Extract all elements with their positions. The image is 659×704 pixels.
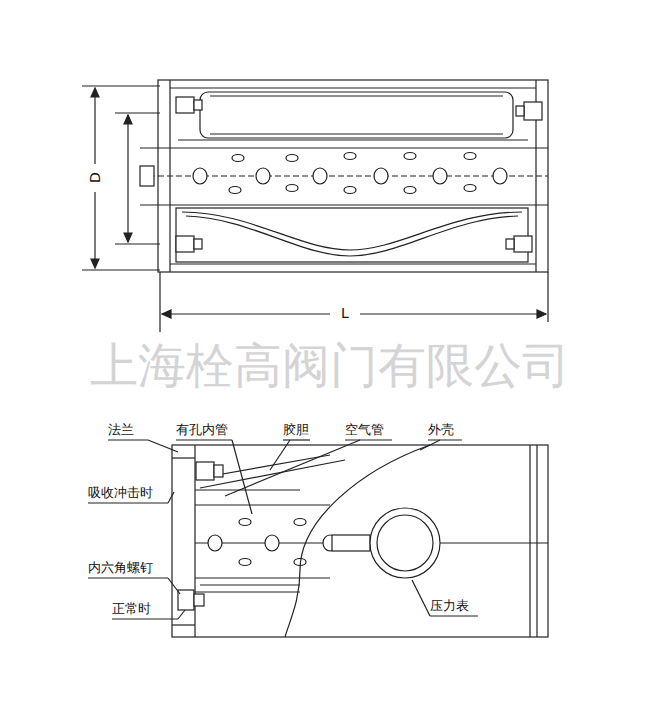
part-label: 胶胆 [283,423,309,437]
dimension-label: L [339,306,351,321]
state-label: 正常时 [112,602,151,616]
part-label: 法兰 [108,423,134,437]
part-label: 有孔内管 [176,423,228,437]
dimension-label: D [87,171,102,186]
part-label: 内六角螺钉 [88,561,153,575]
section-view [88,440,548,637]
part-label: 空气管 [345,423,384,437]
top-view [82,80,548,332]
state-label: 吸收冲击时 [88,486,153,500]
watermark: 上海栓高阀门有限公司 [90,339,570,392]
part-label: 外壳 [428,423,454,437]
part-label: 压力表 [430,599,469,613]
